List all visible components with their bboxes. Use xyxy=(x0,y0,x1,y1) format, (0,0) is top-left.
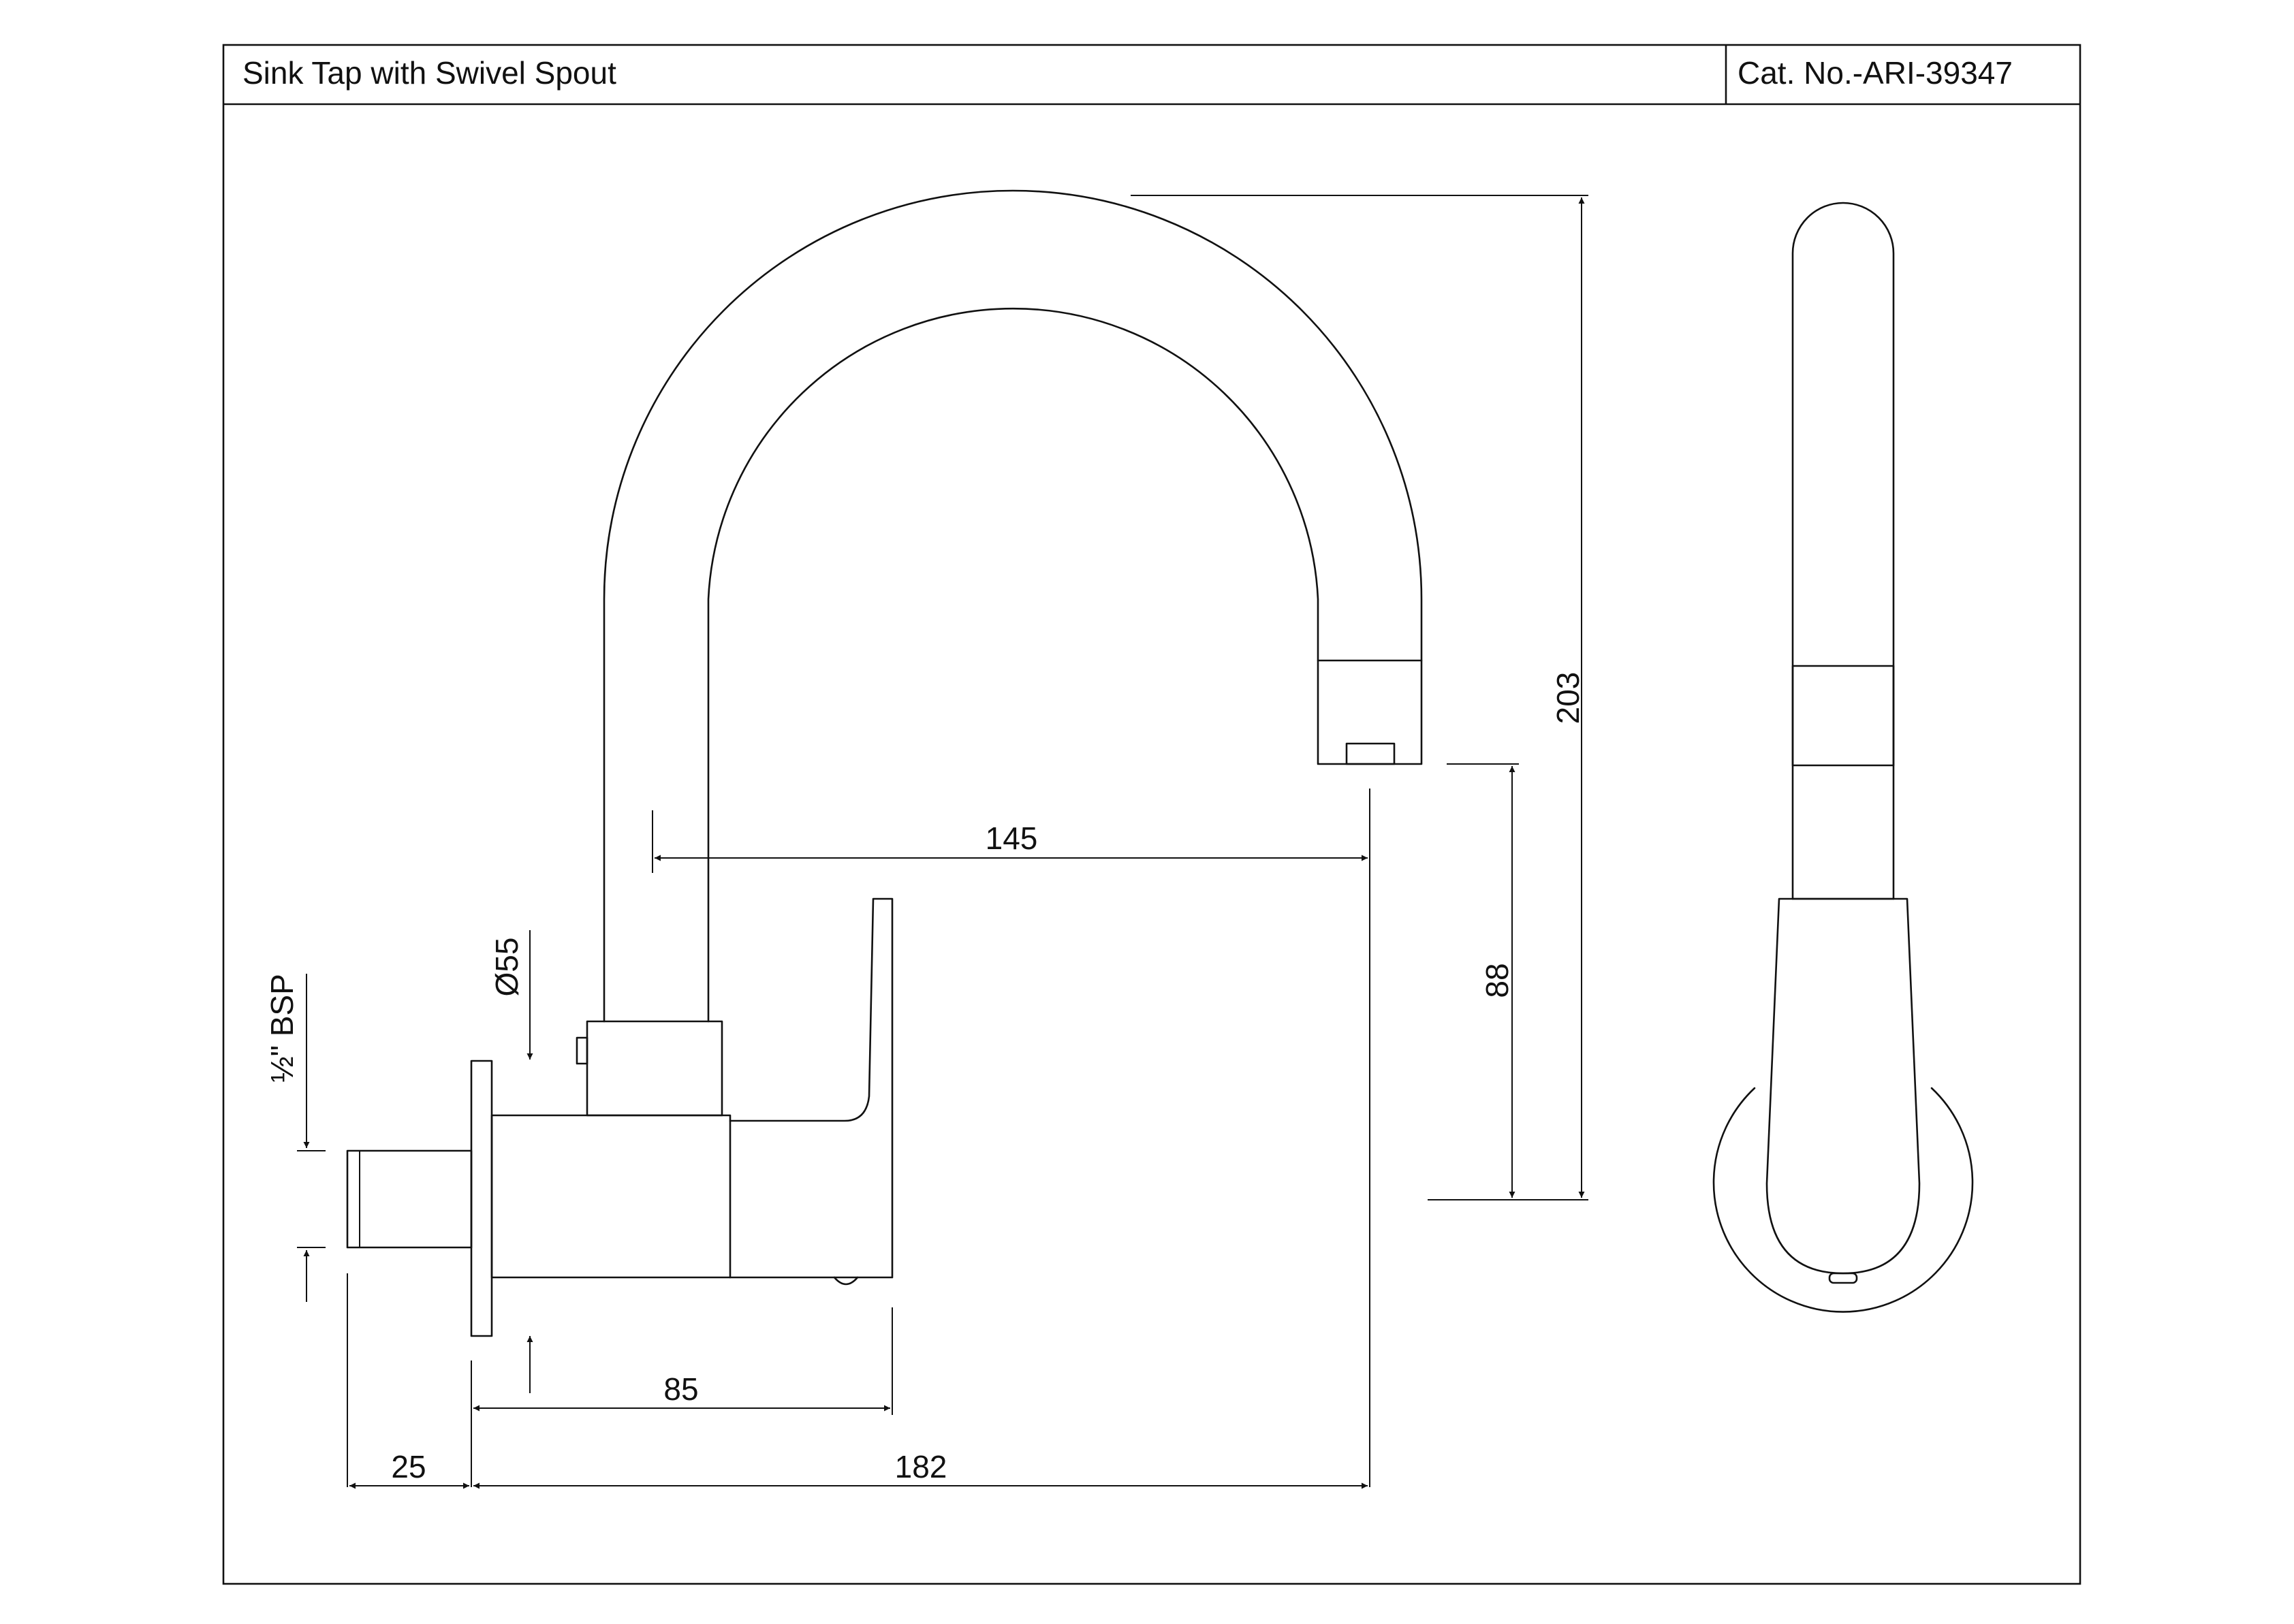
wall-flange xyxy=(470,1060,493,1337)
catalog-number: Cat. No.-ARI-39347 xyxy=(1738,55,2013,91)
dimension-88: 88 xyxy=(1479,963,1515,998)
dimension-145: 145 xyxy=(986,821,1038,856)
swivel-collar xyxy=(586,1020,723,1117)
side-elevation-view xyxy=(346,189,1423,1337)
aerator-outlet xyxy=(1345,742,1396,765)
dimension-bsp: ½" BSP xyxy=(264,974,300,1083)
spout-inner-contour xyxy=(707,307,1319,1023)
dimension-annotations: 203 88 145 Ø55 ½" BSP 85 182 25 xyxy=(264,195,1588,1489)
dimension-25: 25 xyxy=(391,1449,426,1484)
product-title: Sink Tap with Swivel Spout xyxy=(242,55,616,91)
valve-body xyxy=(490,1114,732,1279)
wall-rosette-front xyxy=(1712,1087,1974,1313)
drawing-border xyxy=(222,44,2081,1585)
body-drain-cap xyxy=(833,1276,859,1286)
threaded-connector xyxy=(346,1149,473,1249)
dimension-203: 203 xyxy=(1550,672,1586,725)
front-elevation-view xyxy=(1712,202,1974,1313)
spout-front-profile xyxy=(1791,202,1895,900)
title-block: Sink Tap with Swivel Spout Cat. No.-ARI-… xyxy=(222,44,2081,1585)
aerator-front xyxy=(1791,665,1895,767)
spout-outer-contour xyxy=(603,189,1423,1023)
lever-handle xyxy=(729,897,894,1279)
dimension-182: 182 xyxy=(895,1449,947,1484)
collar-screw xyxy=(576,1036,588,1065)
drain-cap-front xyxy=(1828,1272,1858,1284)
dimension-o55: Ø55 xyxy=(489,938,524,997)
spout-aerator xyxy=(1317,659,1423,765)
dimension-85: 85 xyxy=(663,1371,698,1407)
handle-front xyxy=(1765,897,1921,1275)
